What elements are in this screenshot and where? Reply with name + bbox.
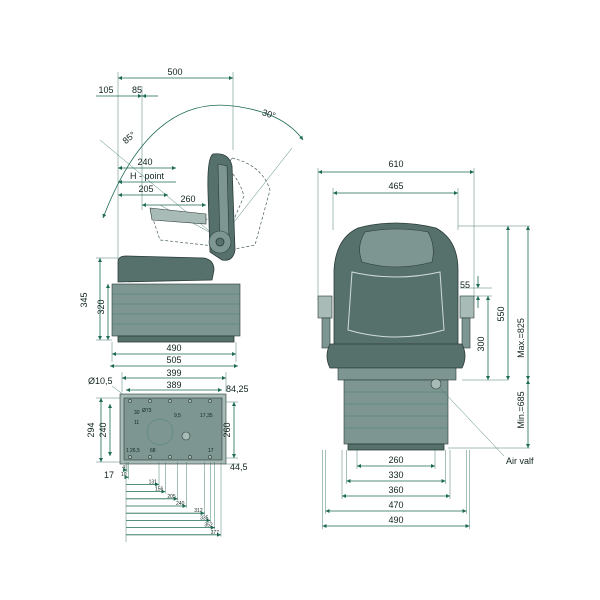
stack-dim-label: 10: [121, 472, 127, 478]
h-point-label: H - point: [130, 171, 165, 181]
dim-84-25: 84,25: [226, 384, 249, 394]
recline-arc: [102, 104, 304, 219]
air-valve-leader: [439, 387, 505, 457]
suspension-bellows-front: [343, 379, 449, 451]
angle-30: 30°: [261, 107, 277, 121]
dim-44-5: 44,5: [230, 462, 248, 472]
dim-260-plate: 260: [222, 422, 232, 437]
dim-240-side: 240: [137, 157, 152, 167]
base-plate-view: 399 389 Ø10,5 84,25 9,5 17,35 30 11 26,5…: [86, 368, 249, 542]
dim-205: 205: [138, 184, 153, 194]
stack-dim-label: 335: [200, 515, 209, 521]
seat-cushion-side: [117, 255, 215, 283]
stack-dim-label: 312: [194, 508, 203, 514]
dim-55: 55: [460, 280, 470, 290]
stack-dim-label: 156: [155, 487, 164, 493]
dim-85: 85: [132, 85, 142, 95]
stack-dim-label: 352: [204, 523, 213, 529]
dim-320: 320: [96, 299, 106, 314]
air-valve-label: Air valf: [506, 456, 534, 466]
dim-550: 550: [496, 306, 506, 321]
valve-port: [181, 431, 191, 441]
inner-dim-9-5: 9,5: [174, 413, 181, 419]
stack-dim-label: 205: [167, 494, 176, 500]
armrest-right: [459, 295, 475, 319]
inner-dim-26-5: 26,5: [130, 448, 140, 454]
dim-389: 389: [166, 380, 181, 390]
dim-500: 500: [167, 67, 182, 77]
front-bottom-dimensions: 260 330 360 470 490: [322, 450, 470, 529]
dim-345: 345: [79, 292, 89, 307]
front-width-dim-label: 360: [388, 485, 403, 495]
inner-dim-73: Ø73: [142, 408, 152, 414]
dim-240-plate: 240: [98, 422, 108, 437]
dim-300: 300: [476, 336, 486, 351]
dim-490-side: 490: [166, 343, 181, 353]
mounting-holes: [128, 399, 212, 459]
dim-399: 399: [166, 368, 181, 378]
dim-294: 294: [86, 422, 96, 437]
front-view: 610 465 55: [317, 159, 534, 529]
armrest-left: [317, 295, 333, 319]
inner-dim-11: 11: [134, 420, 139, 426]
center-opening: [146, 418, 174, 446]
front-width-dim-label: 330: [388, 470, 403, 480]
stack-dim-label: 377: [211, 530, 220, 536]
front-width-dim-label: 490: [388, 515, 403, 525]
air-valve: [430, 378, 442, 390]
side-view: 500 105 85 85° 30° 240 H - point 205 260: [79, 67, 304, 368]
hole-diameter: Ø10,5: [88, 376, 113, 386]
suspension-bellows-side: [111, 283, 241, 343]
stack-dim-label: 4: [122, 465, 125, 471]
dim-105: 105: [98, 85, 113, 95]
inner-dim-30: 30: [134, 410, 140, 416]
dim-17: 17: [104, 470, 114, 480]
armrest-side: [149, 207, 207, 225]
inner-dim-17-inner: 17: [208, 448, 214, 454]
backrest-piping: [347, 271, 445, 338]
angle-85: 85°: [121, 129, 138, 146]
inner-dim-1: 1: [126, 448, 129, 454]
inner-dim-68: 68: [150, 448, 156, 454]
stack-dim-label: 131: [149, 479, 158, 485]
headrest-panel: [359, 228, 434, 268]
inner-dim-17-35: 17,35: [200, 413, 213, 419]
dim-max-825: Max.=825: [516, 318, 526, 358]
stack-dim-label: 240: [176, 501, 185, 507]
dim-610: 610: [388, 159, 403, 169]
seat-base-front: [337, 367, 457, 381]
dim-505: 505: [166, 355, 181, 365]
front-width-dim-label: 260: [388, 455, 403, 465]
dim-260-side: 260: [180, 194, 195, 204]
seat-cushion-front: [326, 343, 466, 369]
dim-465: 465: [388, 181, 403, 191]
front-width-dim-label: 470: [388, 500, 403, 510]
dim-min-685: Min.=685: [516, 391, 526, 428]
